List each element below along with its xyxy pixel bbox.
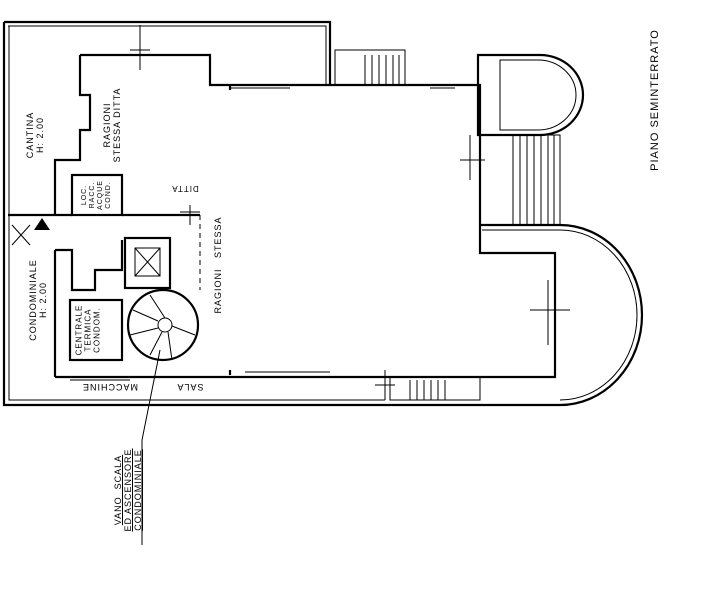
label-cantina: CANTINA H: 2.00 bbox=[25, 111, 45, 159]
spiral-staircase bbox=[126, 288, 200, 362]
stair-bottom bbox=[389, 376, 481, 401]
label-condominiale: CONDOMINIALE H: 2.00 bbox=[28, 259, 48, 341]
label-macchine: MACCHINE bbox=[81, 382, 139, 392]
main-room-walls bbox=[8, 25, 570, 400]
callout-leader bbox=[141, 349, 161, 545]
loc-racc-box bbox=[70, 173, 124, 217]
elevator-shaft bbox=[123, 236, 172, 290]
label-sala: SALA bbox=[176, 382, 204, 392]
centrale-termica-box bbox=[68, 298, 124, 362]
label-ditta: DITTA bbox=[171, 184, 199, 193]
label-ragioni-ditta: RAGIONI STESSA DITTA bbox=[102, 87, 122, 163]
stair-tower bbox=[476, 53, 585, 226]
label-vano-scala: VANO SCALA ED ASCENSORE CONDOMINIALE bbox=[113, 448, 143, 532]
label-ragioni-stessa: RAGIONI STESSA bbox=[213, 216, 223, 314]
stair-top bbox=[334, 49, 406, 86]
windows bbox=[70, 87, 455, 381]
plan-title: PIANO SEMINTERRATO bbox=[649, 29, 661, 171]
outer-walls bbox=[2, 20, 644, 407]
label-loc-racc: LOC. RACC. ACQUE COND. bbox=[81, 180, 112, 210]
entry-arrow-icon bbox=[11, 218, 50, 246]
label-centrale-termica: CENTRALE TERMICA CONDOM. bbox=[74, 304, 102, 356]
